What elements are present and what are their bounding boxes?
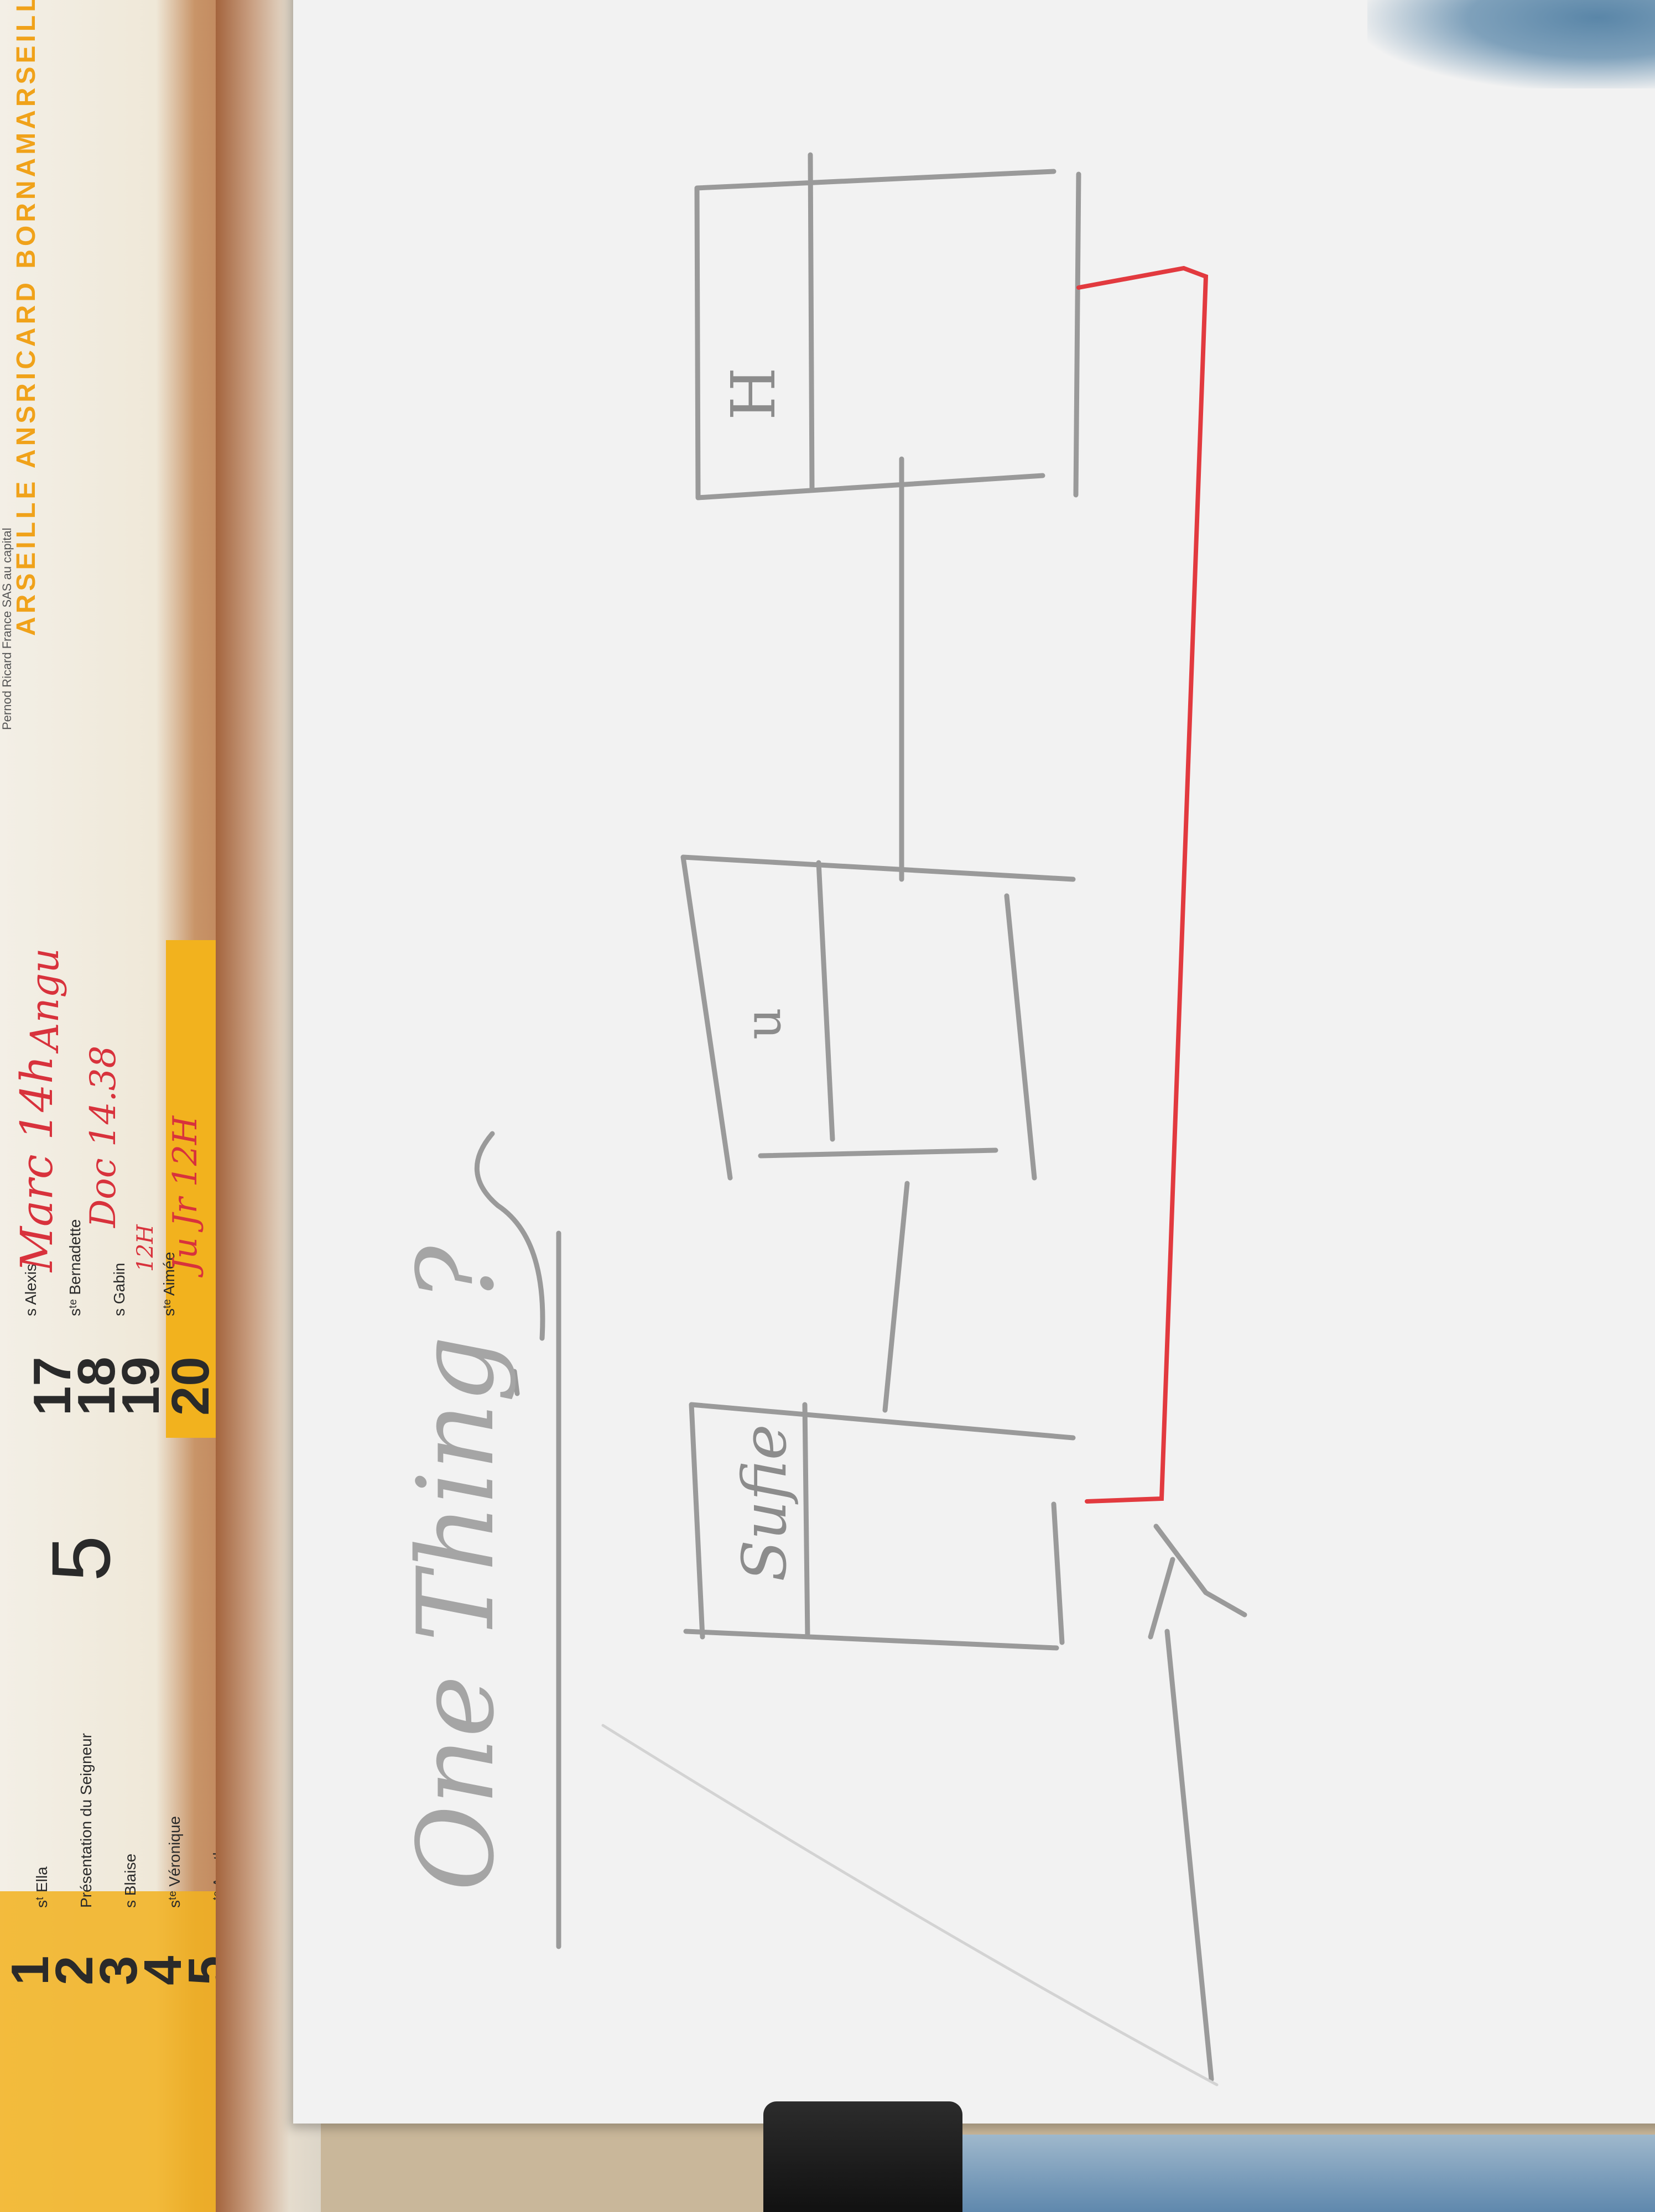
box-h-label: H [718,367,789,420]
faint-diagonal-line [601,1724,1219,2086]
sketch-paper [293,0,1655,2124]
box-sufie-label: Sufie [729,1424,800,1582]
box-u-outline [680,854,1076,1181]
blue-object-bottom [913,2135,1655,2212]
binder-clip [763,2101,962,2212]
box-sufie-outline [683,1402,1076,1651]
arrow-sketch [1148,1524,1247,2082]
connector-bottom [882,1181,910,1413]
box-u-label: u [734,1008,792,1040]
question-mark-sketch [474,1131,545,1396]
sketch-title: One Thing ? [395,1245,517,1891]
box-h-outline [694,152,1081,500]
red-connection-line [1076,265,1209,1504]
blue-object-top [1367,0,1655,88]
